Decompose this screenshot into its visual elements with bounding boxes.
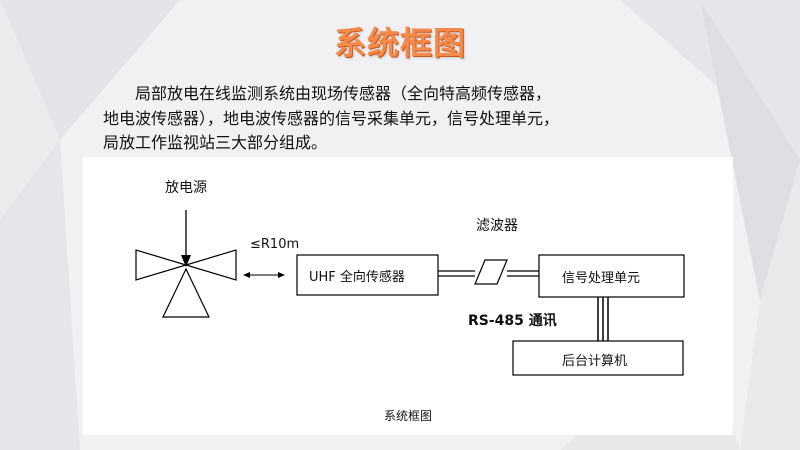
uhf-sensor-label: UHF 全向传感器 [309,270,405,285]
computer-box [512,340,684,376]
intro-line-1: 局部放电在线监测系统由现场传感器（全向特高频传感器， [135,84,552,103]
filter-label: 滤波器 [476,218,518,234]
diagram-panel: 放电源 ≤R10m 滤波器 UHF 全向传感器 信号处理单元 RS-485 通讯… [83,157,733,435]
intro-paragraph: 局部放电在线监测系统由现场传感器（全向特高频传感器， 地电波传感器），地电波传感… [103,82,703,156]
rs485-label: RS-485 通讯 [468,313,557,329]
page-title: 系统框图 [333,24,466,62]
signal-unit-label: 信号处理单元 [562,271,641,286]
discharge-arrowhead [181,255,191,267]
block-diagram [135,210,685,376]
computer-label: 后台计算机 [562,354,628,369]
intro-line-2: 地电波传感器），地电波传感器的信号采集单元，信号处理单元， [103,108,560,128]
intro-line-3: 局放工作监视站三大部分组成。 [103,133,328,152]
antenna-bottom-wing [162,267,210,318]
distance-label: ≤R10m [250,237,300,252]
signal-unit-box [538,254,685,298]
antenna-right-wing [183,249,237,281]
antenna-left-wing [135,249,189,281]
discharge-source-label: 放电源 [165,180,207,196]
diagram-caption: 系统框图 [383,409,432,423]
filter-symbol [474,259,508,285]
distance-arrowhead-left [243,272,250,278]
distance-arrowhead-right [278,272,285,278]
uhf-sensor-box [296,254,439,296]
